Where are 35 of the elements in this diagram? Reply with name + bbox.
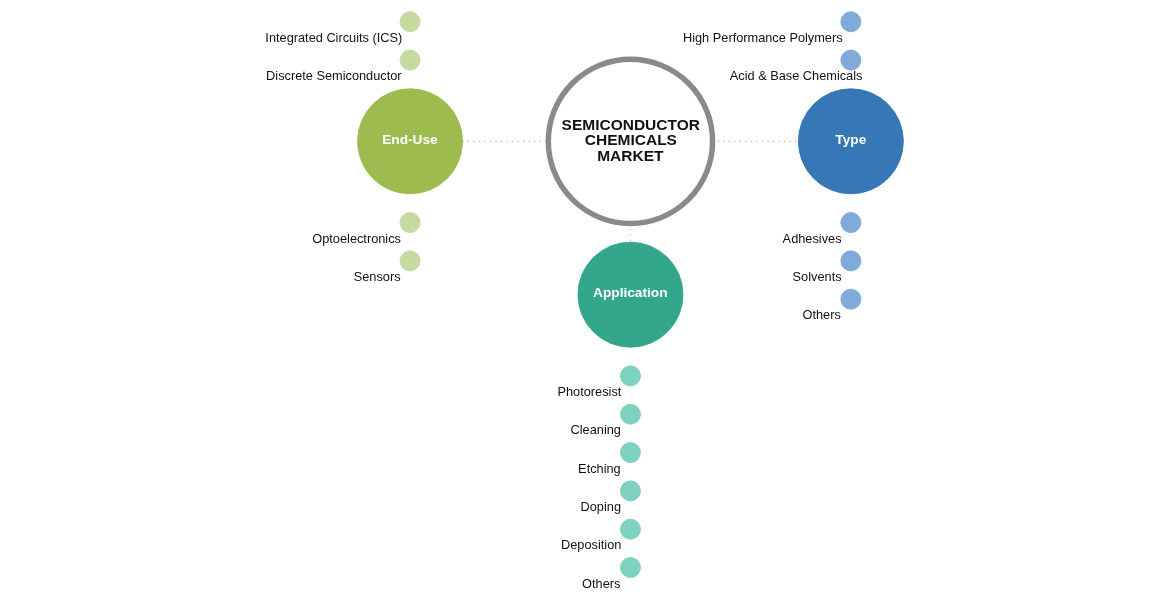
node-label: Acid & Base Chemicals [729,68,862,84]
node-circle [619,557,641,579]
node-circle [619,442,641,464]
node-circle [619,480,641,502]
node-label: High Performance Polymers [682,30,843,46]
node-circle: End-Use [356,88,463,195]
node-circle [619,365,641,387]
connector [461,140,549,142]
node-circle [399,11,421,33]
node-label: Doping [580,499,621,515]
node-label: Discrete Semiconductor [265,68,402,84]
node-circle [839,11,861,33]
node-label: Cleaning [570,422,621,438]
node-circle [399,250,421,272]
node-label: Integrated Circuits (ICS) [264,30,402,46]
node-circle [839,288,861,310]
node-label: Others [802,307,841,323]
node-label: Photoresist [556,384,621,400]
node-label: Others [581,575,620,591]
node-circle [839,212,861,234]
node-circle [619,403,641,425]
node-label: Sensors [353,269,401,285]
node-circle [399,49,421,71]
node-circle: Type [797,88,904,195]
node-label: Adhesives [782,230,842,246]
node-label: Etching [577,460,621,476]
node-label: Deposition [560,537,621,553]
node-circle [839,49,861,71]
node-circle [619,518,641,540]
node-label: Optoelectronics [311,230,401,246]
node-circle [399,212,421,234]
node-circle [839,250,861,272]
node-label: Solvents [792,269,842,285]
node-circle: Application [577,241,683,348]
node-circle: SEMICONDUCTOR CHEMICALS MARKET [545,56,715,227]
